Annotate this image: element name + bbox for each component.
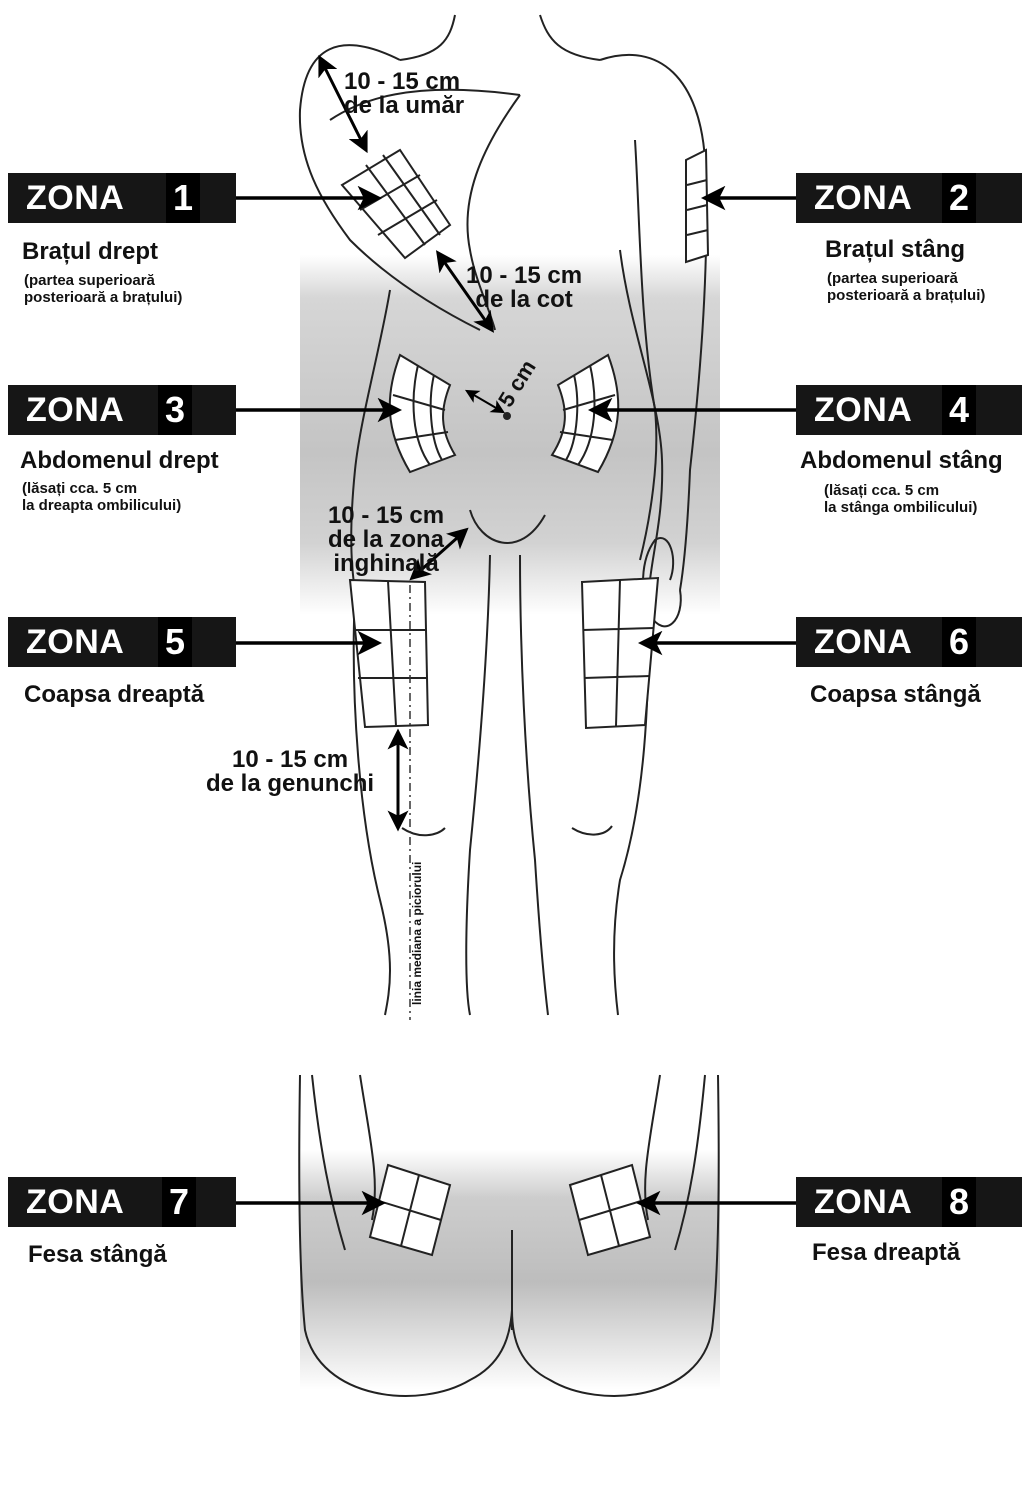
buttocks-shade [300, 1150, 720, 1390]
zone-5-label: ZONA 5 [8, 617, 236, 667]
zone-word: ZONA [814, 179, 912, 218]
zone-word: ZONA [814, 1183, 912, 1222]
elbow-distance-label: 10 - 15 cm de la cot [466, 264, 582, 312]
zone-4-label: ZONA 4 [796, 385, 1022, 435]
zone-word: ZONA [26, 623, 124, 662]
zone-word: ZONA [814, 623, 912, 662]
leg-midline-label: linia mediana a piciorului [410, 862, 424, 1005]
grid-zone-6 [582, 578, 658, 728]
grid-zone-2 [686, 150, 708, 262]
zone-number: 7 [162, 1177, 196, 1227]
grid-zone-1 [342, 150, 450, 258]
zone-number: 1 [166, 173, 200, 223]
zone-word: ZONA [26, 1183, 124, 1222]
zone-7-title: Fesa stângă [28, 1241, 167, 1269]
zone-number: 8 [942, 1177, 976, 1227]
zone-3-note: (lăsați cca. 5 cm la dreapta ombilicului… [22, 480, 181, 514]
zone-8-title: Fesa dreaptă [812, 1239, 960, 1267]
knee-distance-label: 10 - 15 cm de la genunchi [206, 748, 374, 796]
zone-number: 2 [942, 173, 976, 223]
zone-number: 5 [158, 617, 192, 667]
zone-word: ZONA [26, 391, 124, 430]
shoulder-distance-label: 10 - 15 cm de la umăr [344, 70, 464, 118]
zone-4-title: Abdomenul stâng [800, 447, 1003, 475]
zone-number: 3 [158, 385, 192, 435]
zone-5-title: Coapsa dreaptă [24, 681, 204, 709]
zone-8-label: ZONA 8 [796, 1177, 1022, 1227]
zone-6-title: Coapsa stângă [810, 681, 981, 709]
zone-2-label: ZONA 2 [796, 173, 1022, 223]
zone-3-label: ZONA 3 [8, 385, 236, 435]
zone-1-title: Brațul drept [22, 238, 158, 266]
zone-number: 4 [942, 385, 976, 435]
zone-word: ZONA [26, 179, 124, 218]
zone-1-label: ZONA 1 [8, 173, 236, 223]
zone-word: ZONA [814, 391, 912, 430]
zone-4-note: (lăsați cca. 5 cm la stânga ombilicului) [824, 482, 977, 516]
zone-6-label: ZONA 6 [796, 617, 1022, 667]
zone-2-title: Brațul stâng [825, 236, 965, 264]
zone-1-note: (partea superioară posterioară a brațulu… [24, 272, 182, 306]
grid-zone-5 [350, 580, 428, 727]
groin-distance-label: 10 - 15 cm de la zona inghinală [296, 504, 476, 576]
zone-7-label: ZONA 7 [8, 1177, 236, 1227]
zone-2-note: (partea superioară posterioară a brațulu… [827, 270, 985, 304]
zone-3-title: Abdomenul drept [20, 447, 219, 475]
zone-number: 6 [942, 617, 976, 667]
